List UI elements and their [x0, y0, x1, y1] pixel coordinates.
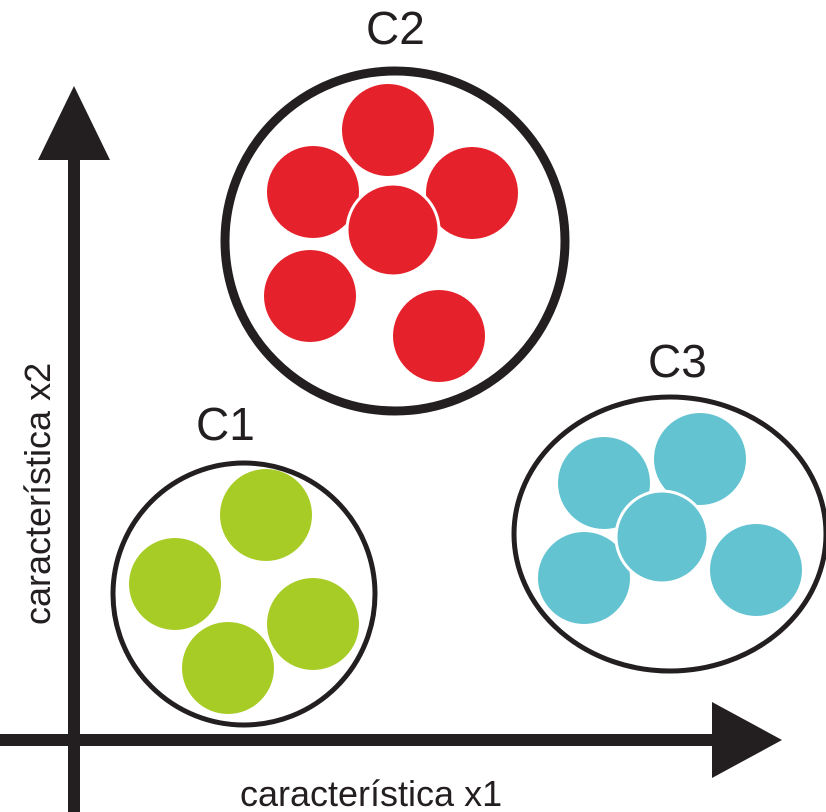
cluster-c1-point: [220, 469, 312, 561]
cluster-c2-point: [264, 250, 356, 342]
cluster-c2-point: [393, 290, 485, 382]
cluster-c2-point: [426, 147, 518, 239]
y-axis-label: característica x2: [17, 363, 58, 625]
cluster-c1: C1: [110, 398, 378, 728]
cluster-c3-point: [538, 532, 630, 624]
cluster-c1-boundary: [110, 460, 378, 728]
cluster-c1-point: [182, 622, 274, 714]
cluster-c1-label: C1: [196, 398, 255, 450]
cluster-c3-boundary: [511, 394, 826, 674]
cluster-c2-point: [267, 146, 359, 238]
cluster-c3-point: [654, 413, 746, 505]
x-axis-label: característica x1: [240, 773, 502, 812]
axes: [0, 86, 782, 812]
x-axis-arrowhead: [712, 702, 782, 778]
cluster-c2-label: C2: [366, 2, 425, 54]
y-axis-arrowhead: [38, 86, 110, 160]
cluster-c3: C3: [511, 335, 826, 674]
cluster-c1-point: [129, 538, 221, 630]
cluster-c2-boundary: [220, 66, 570, 416]
cluster-c1-point: [267, 578, 359, 670]
cluster-c3-point: [710, 524, 802, 616]
cluster-c2-point: [342, 84, 434, 176]
cluster-c2-point: [345, 182, 441, 278]
cluster-c3-label: C3: [648, 335, 707, 387]
cluster-c2: C2: [220, 2, 570, 416]
cluster-c3-point: [614, 489, 710, 585]
